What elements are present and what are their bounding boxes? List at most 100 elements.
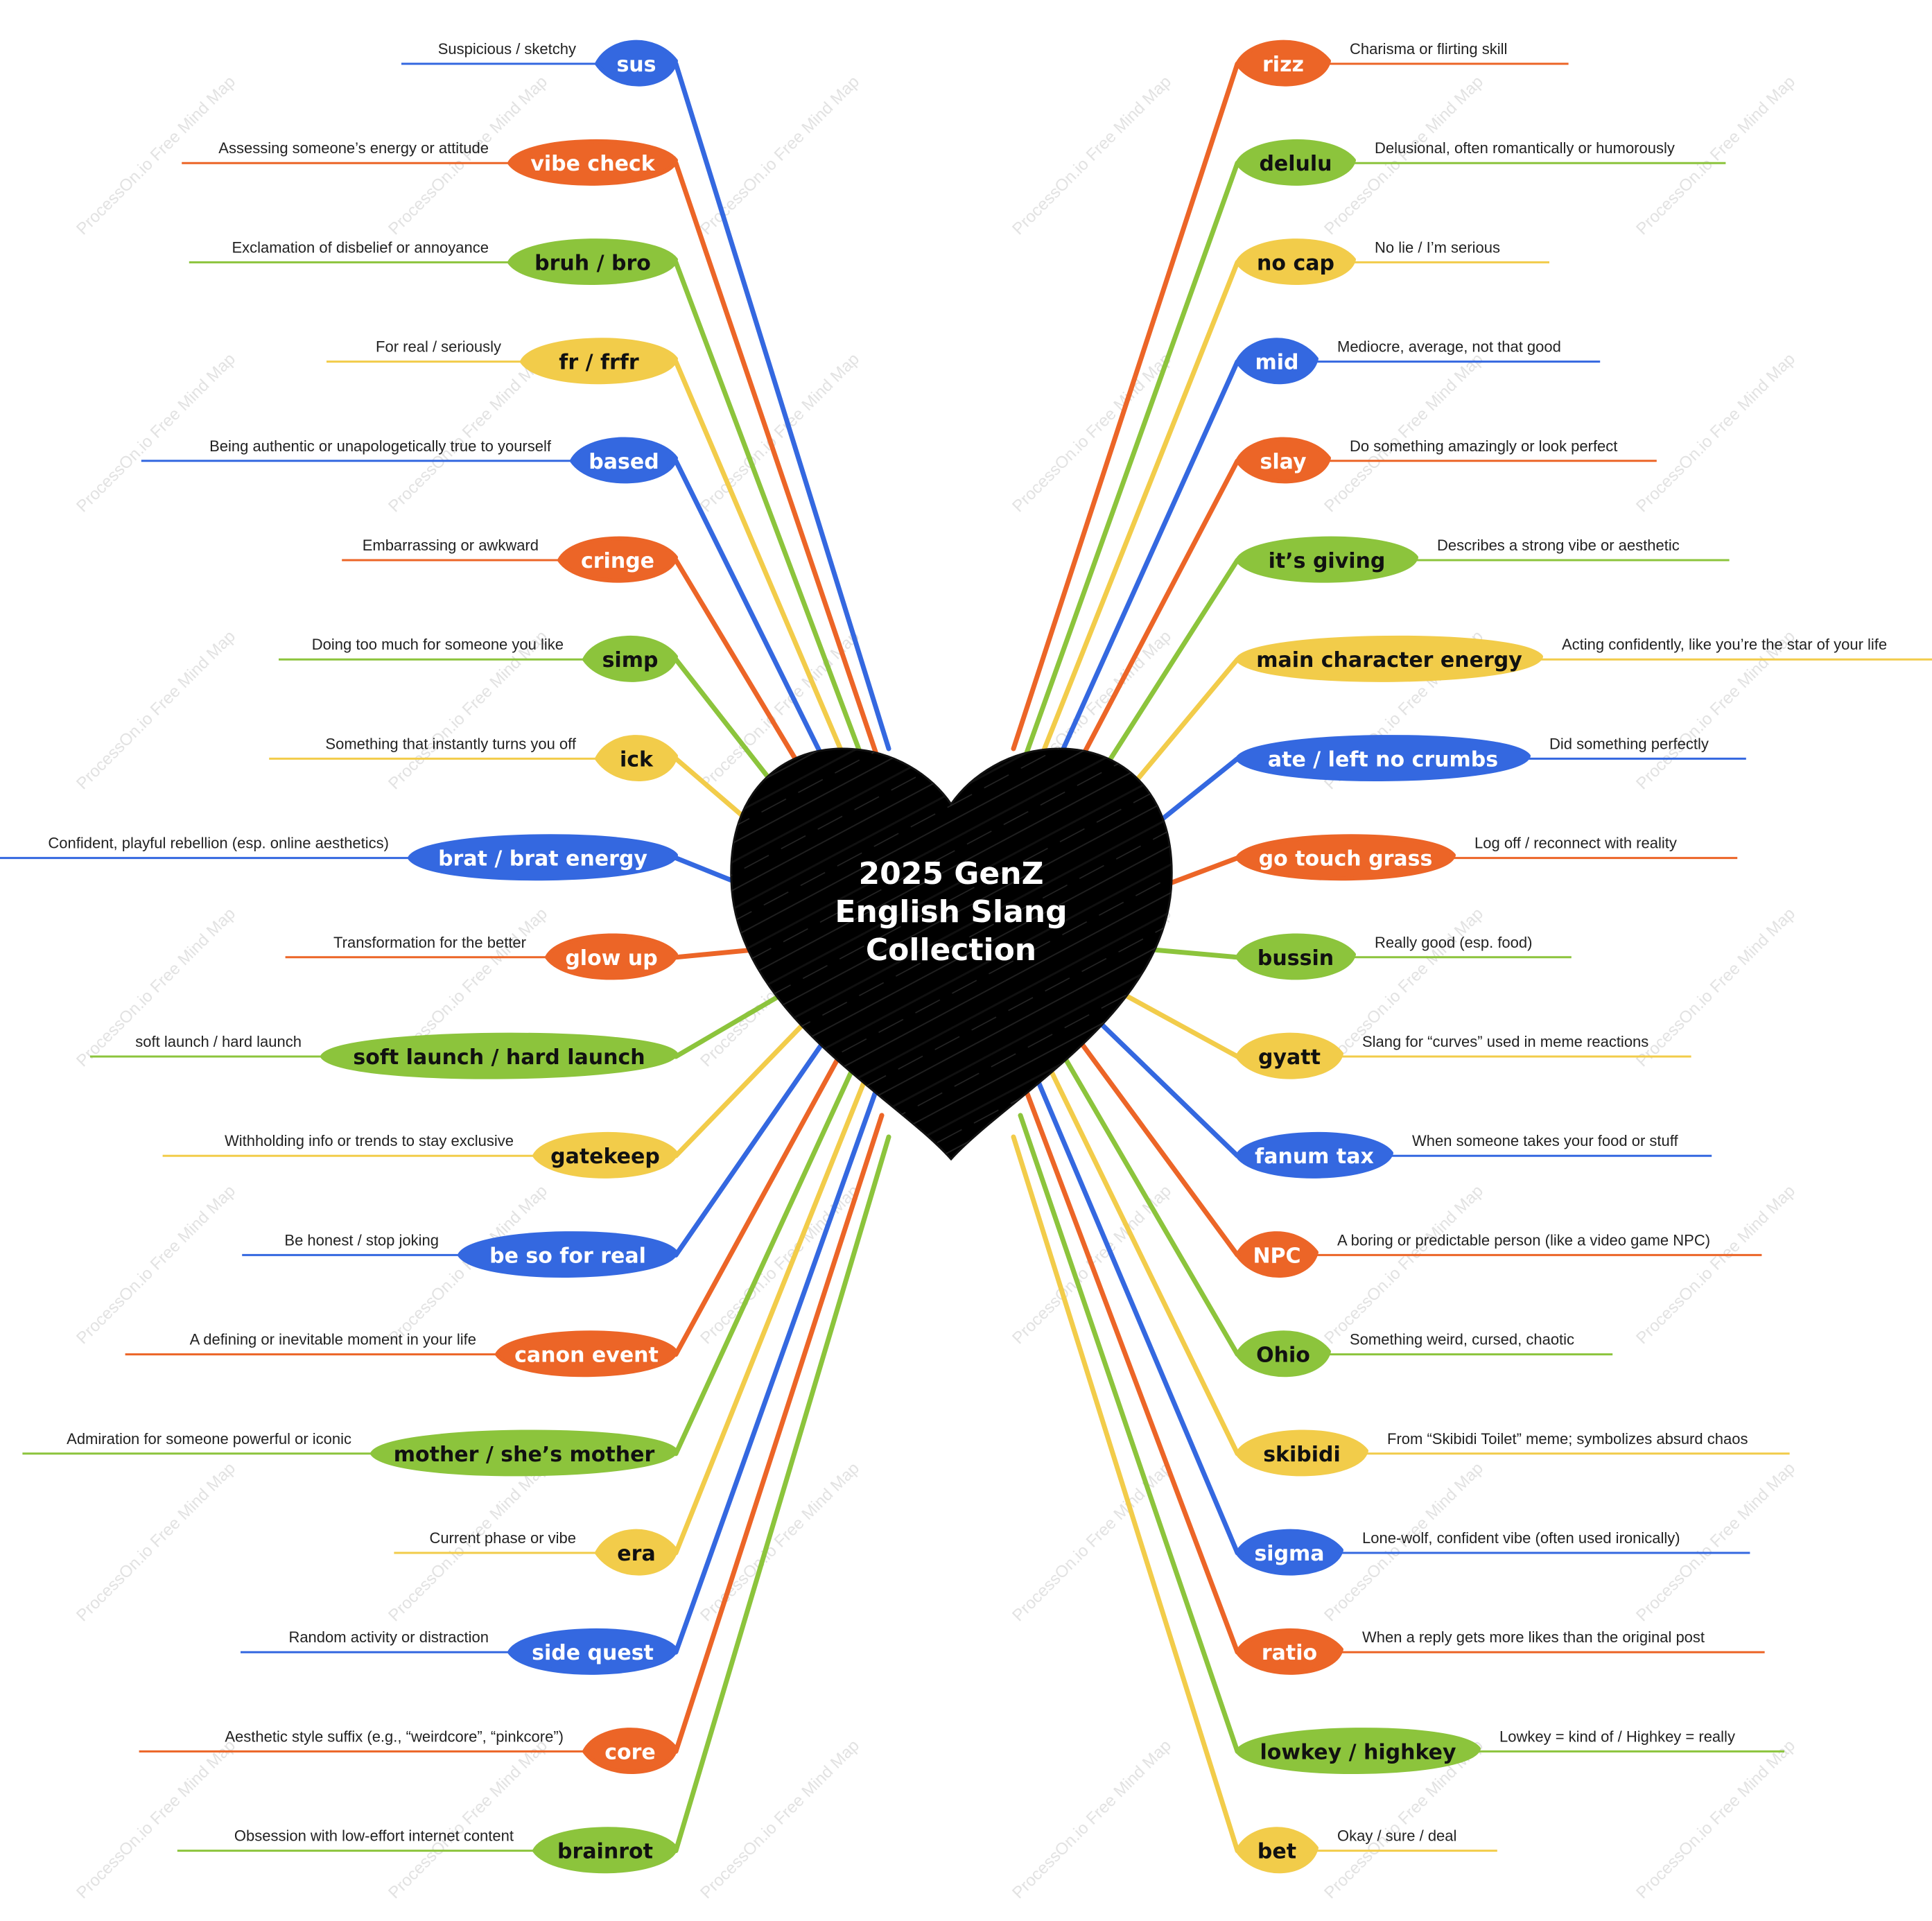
term-node[interactable]: slay [1235, 437, 1331, 484]
term-label: ick [620, 747, 654, 772]
branch-connector [673, 1134, 891, 1854]
term-node[interactable]: bruh / bro [507, 238, 678, 285]
term-description: Slang for “curves” used in meme reaction… [1362, 1033, 1648, 1050]
term-description: Confident, playful rebellion (esp. onlin… [48, 835, 389, 852]
term-description: Do something amazingly or look perfect [1350, 437, 1617, 455]
term-description: Delusional, often romantically or humoro… [1375, 139, 1675, 157]
term-node[interactable]: it’s giving [1235, 536, 1418, 583]
branch-connector [673, 1005, 850, 1258]
term-node[interactable]: delulu [1235, 139, 1356, 186]
term-node[interactable]: vibe check [507, 139, 678, 186]
term-bubble [408, 834, 678, 881]
term-description: soft launch / hard launch [135, 1033, 302, 1050]
branch-connector [673, 259, 878, 794]
branch-connector [673, 359, 871, 816]
term-node[interactable]: core [582, 1728, 678, 1774]
term-node[interactable]: ratio [1235, 1628, 1343, 1675]
watermark-text: ProcessOn.io Free Mind Map [1633, 1181, 1799, 1348]
term-node[interactable]: fr / frfr [520, 338, 678, 385]
term-label: brat / brat energy [438, 847, 647, 871]
term-node[interactable]: simp [582, 635, 678, 682]
term-node[interactable]: Ohio [1235, 1330, 1331, 1377]
center-title-line-1: 2025 GenZ [859, 856, 1044, 892]
term-bubble [1235, 238, 1356, 286]
watermark-text: ProcessOn.io Free Mind Map [697, 349, 863, 516]
term-label: bruh / bro [534, 251, 651, 275]
term-label: be so for real [489, 1244, 646, 1268]
term-description: A boring or predictable person (like a v… [1337, 1231, 1710, 1249]
term-description: When someone takes your food or stuff [1412, 1132, 1678, 1149]
term-node[interactable]: based [570, 437, 678, 484]
term-label: gyatt [1258, 1045, 1321, 1070]
term-bubble [1235, 834, 1456, 881]
term-label: era [617, 1542, 655, 1566]
term-node[interactable]: lowkey / highkey [1235, 1728, 1481, 1775]
term-node[interactable]: bet [1235, 1827, 1319, 1874]
term-label: go touch grass [1259, 847, 1433, 871]
term-node[interactable]: canon event [495, 1330, 678, 1377]
term-node[interactable]: gyatt [1235, 1032, 1343, 1079]
term-node[interactable]: main character energy [1235, 635, 1543, 682]
term-description: Acting confidently, like you’re the star… [1562, 636, 1887, 653]
term-node[interactable]: cringe [557, 536, 678, 583]
watermark-text: ProcessOn.io Free Mind Map [697, 1736, 863, 1902]
center-topic[interactable]: 2025 GenZ English Slang Collection [730, 747, 1173, 1161]
term-node[interactable]: mother / she’s mother [370, 1429, 678, 1477]
watermark-text: ProcessOn.io Free Mind Map [385, 1736, 551, 1902]
watermark-text: ProcessOn.io Free Mind Map [1633, 349, 1799, 516]
term-node[interactable]: sus [595, 40, 678, 87]
term-node[interactable]: go touch grass [1235, 834, 1456, 881]
branch-connector [1011, 1134, 1240, 1854]
term-bubble [1235, 1032, 1343, 1079]
term-node[interactable]: be so for real [458, 1231, 678, 1278]
term-label: simp [602, 648, 659, 672]
term-node[interactable]: fanum tax [1235, 1131, 1393, 1179]
term-label: slay [1260, 450, 1306, 474]
term-description: Suspicious / sketchy [438, 40, 576, 58]
term-bubble [370, 1429, 678, 1477]
term-node[interactable]: glow up [545, 933, 678, 980]
term-bubble [595, 40, 678, 87]
branch-connector [1018, 1113, 1240, 1754]
term-node[interactable]: sigma [1235, 1529, 1343, 1576]
term-node[interactable]: mid [1235, 338, 1319, 385]
watermark-text: ProcessOn.io Free Mind Map [1633, 904, 1799, 1070]
term-node[interactable]: gatekeep [532, 1131, 678, 1179]
term-description: Something that instantly turns you off [325, 735, 576, 752]
center-heart-texture [731, 749, 1172, 1159]
term-node[interactable]: NPC [1235, 1231, 1319, 1278]
term-description: Describes a strong vibe or aesthetic [1437, 537, 1680, 554]
term-node[interactable]: ate / left no crumbs [1235, 735, 1531, 781]
term-description: A defining or inevitable moment in your … [190, 1331, 476, 1348]
term-label: mid [1255, 351, 1298, 375]
term-node[interactable]: brainrot [532, 1827, 678, 1874]
term-node[interactable]: skibidi [1235, 1429, 1368, 1477]
term-description: When a reply gets more likes than the or… [1362, 1628, 1705, 1646]
term-bubble [520, 338, 678, 385]
term-node[interactable]: no cap [1235, 238, 1356, 286]
watermark-text: ProcessOn.io Free Mind Map [697, 1459, 863, 1625]
term-description: From “Skibidi Toilet” meme; symbolizes a… [1387, 1430, 1748, 1448]
term-node[interactable]: bussin [1235, 933, 1356, 980]
term-description: Transformation for the better [333, 934, 526, 951]
branch-connector [1045, 1026, 1240, 1357]
term-node[interactable]: soft launch / hard launch [320, 1032, 678, 1079]
term-bubble [320, 1032, 678, 1079]
term-node[interactable]: ick [595, 735, 678, 781]
term-label: brainrot [557, 1840, 653, 1864]
term-label: soft launch / hard launch [353, 1045, 645, 1070]
term-node[interactable]: side quest [507, 1628, 678, 1675]
branch-connector [1032, 359, 1240, 816]
term-bubble [458, 1231, 678, 1278]
term-bubble [1235, 933, 1356, 980]
term-label: Ohio [1256, 1344, 1310, 1368]
term-node[interactable]: era [595, 1529, 678, 1576]
term-node[interactable]: brat / brat energy [408, 834, 678, 881]
term-label: no cap [1257, 251, 1334, 275]
term-bubble [1235, 40, 1331, 87]
term-description: Okay / sure / deal [1337, 1827, 1456, 1845]
term-label: bussin [1257, 946, 1334, 971]
term-node[interactable]: rizz [1235, 40, 1331, 87]
watermark-text: ProcessOn.io Free Mind Map [73, 349, 239, 516]
